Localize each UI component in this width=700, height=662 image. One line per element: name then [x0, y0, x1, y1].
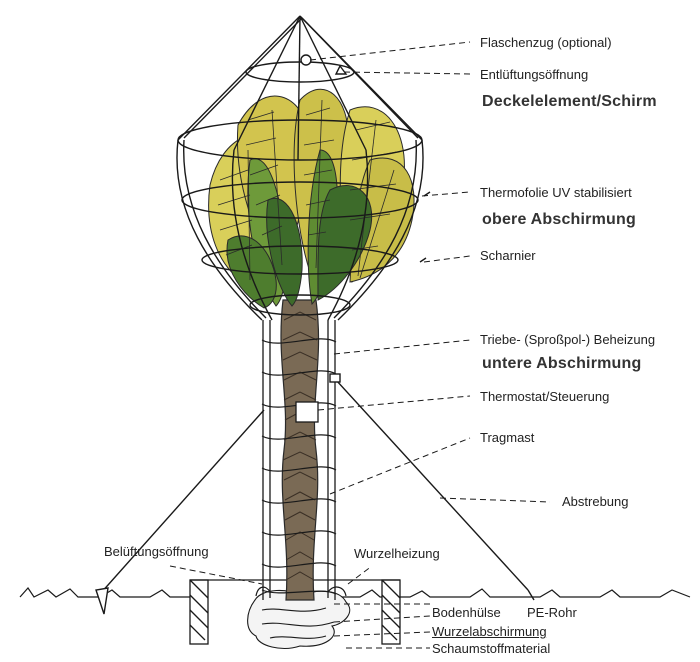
support-mast: [262, 320, 336, 600]
label-thermostat: Thermostat/Steuerung: [480, 389, 610, 404]
label-abstrebung: Abstrebung: [562, 494, 629, 509]
label-triebe-beheizung: Triebe- (Sproßpol-) Beheizung: [480, 332, 656, 347]
label-untere-abschirmung: untere Abschirmung: [482, 355, 642, 372]
label-tragmast: Tragmast: [480, 430, 535, 445]
label-schaumstoff: Schaumstoffmaterial: [432, 641, 551, 656]
label-entlueftung: Entlüftungsöffnung: [480, 67, 589, 82]
label-bodenhuelse: Bodenhülse: [432, 605, 501, 620]
thermostat-box: [295, 401, 319, 423]
label-belueftung: Belüftungsöffnung: [104, 544, 209, 559]
leader-lines: [169, 41, 551, 649]
label-scharnier: Scharnier: [480, 248, 536, 263]
support-strut: [95, 373, 535, 615]
label-thermofolie: Thermofolie UV stabilisiert: [480, 185, 632, 200]
label-deckelelement: Deckelelement/Schirm: [482, 93, 657, 110]
label-wurzelabschirmung: Wurzelabschirmung: [432, 624, 547, 639]
label-obere-abschirmung: obere Abschirmung: [482, 211, 636, 228]
label-flaschenzug: Flaschenzug (optional): [480, 35, 612, 50]
palm-trunk: [280, 299, 320, 601]
protective-cage: [176, 15, 431, 321]
label-pe-rohr: PE-Rohr: [527, 605, 577, 620]
label-wurzelheizung: Wurzelheizung: [354, 546, 440, 561]
ground-line: [19, 587, 691, 598]
